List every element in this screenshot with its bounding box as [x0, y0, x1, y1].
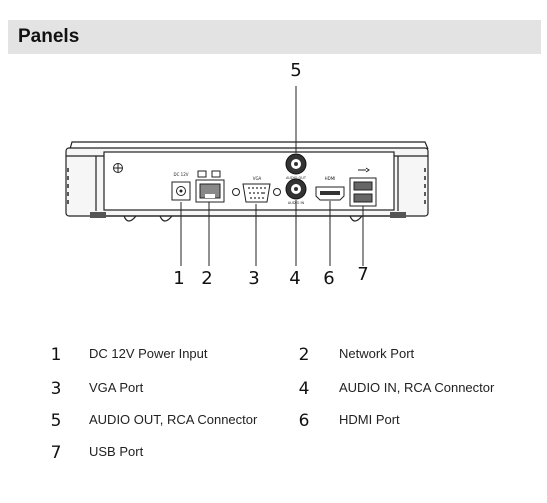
dc-port-label: DC 12V [174, 172, 189, 177]
vga-port: VGA [232, 176, 281, 203]
usb-port [349, 167, 377, 207]
leader-lines [180, 86, 364, 266]
callout-2: 2 [201, 268, 213, 289]
legend-label: VGA Port [89, 380, 144, 395]
section-header: Panels [8, 20, 541, 54]
legend-number: 7 [50, 443, 62, 463]
callout-7: 7 [357, 264, 369, 285]
callout-4: 4 [289, 268, 301, 289]
legend-number: 1 [50, 345, 62, 365]
rear-panel-diagram: DC 12V VGA AUDIO OUT [0, 56, 547, 301]
ground-screw-icon [113, 163, 123, 173]
callout-5: 5 [290, 60, 302, 81]
callout-1: 1 [173, 268, 185, 289]
legend-number: 4 [298, 379, 310, 399]
section-title: Panels [18, 26, 80, 47]
legend-label: Network Port [339, 346, 415, 361]
legend-number: 2 [298, 345, 310, 365]
hdmi-port: HDMI [315, 176, 345, 201]
legend-label: AUDIO OUT, RCA Connector [89, 412, 258, 427]
hdmi-port-label: HDMI [325, 176, 336, 181]
device-illustration: DC 12V VGA AUDIO OUT [65, 86, 429, 266]
callout-3: 3 [248, 268, 260, 289]
legend-number: 3 [50, 379, 62, 399]
audio-out-rca: AUDIO OUT [285, 153, 307, 180]
dc-power-port: DC 12V [171, 172, 191, 201]
legend-number: 5 [50, 411, 62, 431]
legend-label: USB Port [89, 444, 144, 459]
callout-6: 6 [323, 268, 335, 289]
legend-label: HDMI Port [339, 412, 400, 427]
legend-number: 6 [298, 411, 310, 431]
network-port [195, 170, 225, 203]
vga-port-label: VGA [253, 176, 262, 181]
audio-out-label: AUDIO OUT [286, 176, 307, 180]
legend-label: AUDIO IN, RCA Connector [339, 380, 495, 395]
legend-label: DC 12V Power Input [89, 346, 208, 361]
